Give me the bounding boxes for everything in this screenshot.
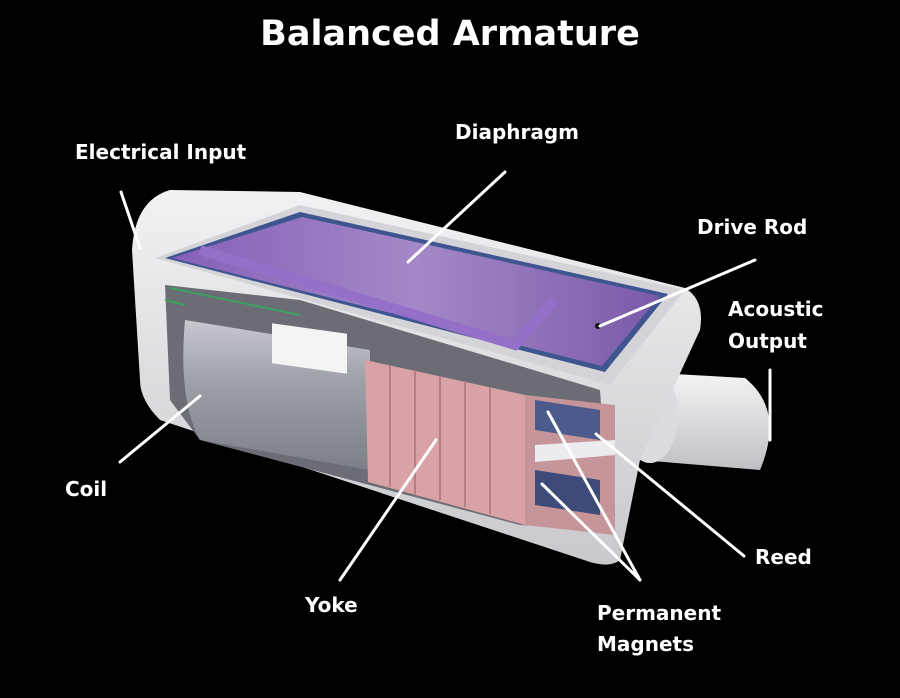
reed [535,440,615,462]
drive-rod [595,323,601,329]
diaphragm [155,205,685,385]
label-diaphragm: Diaphragm [455,120,580,144]
label-drive-rod: Drive Rod [697,215,808,239]
diagram-title: Balanced Armature [260,14,640,54]
leader-electrical-input [119,190,142,250]
leader-diaphragm [406,170,507,264]
armature-block [272,323,347,374]
leader-coil [118,394,202,464]
label-acoustic-output-line1: Acoustic [728,297,824,321]
permanent-magnets [525,395,615,535]
coil-wire [164,287,301,316]
label-yoke: Yoke [305,593,358,617]
label-permanent-magnets-line1: Permanent [597,601,722,625]
label-acoustic-output-line2: Output [728,329,807,353]
label-coil: Coil [65,477,108,501]
leader-magnet-lower [540,482,642,582]
leader-magnet-upper [546,410,642,582]
label-permanent-magnets-line2: Magnets [597,632,694,656]
leader-yoke [338,438,438,582]
leader-drive-rod [598,258,757,328]
leader-reed [594,432,746,558]
leader-lines [118,170,772,582]
label-electrical-input: Electrical Input [75,140,247,164]
label-reed: Reed [755,545,812,569]
